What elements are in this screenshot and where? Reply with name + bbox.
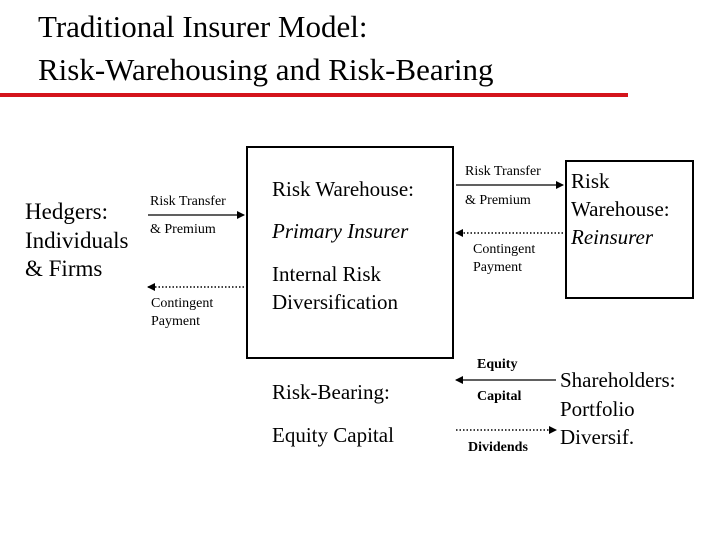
- risk-bearing-label: Risk-Bearing:: [272, 380, 390, 404]
- reinsurer-line2: Warehouse:: [571, 197, 670, 221]
- reinsurer-box: [565, 160, 694, 299]
- primary-subtitle: Primary Insurer: [272, 219, 409, 243]
- slide-title-line1: Traditional Insurer Model:: [38, 9, 368, 44]
- right-risk-transfer-label: Risk Transfer: [465, 164, 541, 179]
- slide-title-line2: Risk-Warehousing and Risk-Bearing: [38, 52, 494, 87]
- shareholders-line1: Shareholders:: [560, 368, 676, 392]
- diversification-line2: Diversification: [272, 290, 398, 314]
- right-contingent-label: Contingent: [473, 242, 536, 257]
- diversification-line1: Internal Risk: [272, 262, 382, 286]
- shareholders-line3: Diversif.: [560, 425, 635, 449]
- capital-flow-label: Capital: [477, 389, 522, 404]
- hedgers-label-line2: Individuals: [25, 228, 129, 253]
- reinsurer-line3: Reinsurer: [571, 225, 654, 249]
- primary-insurer-box: [246, 146, 454, 359]
- left-premium-label: & Premium: [150, 222, 216, 237]
- title-divider: [0, 93, 628, 97]
- reinsurer-line1: Risk: [571, 169, 610, 193]
- hedgers-label-line3: & Firms: [25, 256, 103, 281]
- equity-capital-label: Equity Capital: [272, 423, 394, 447]
- dividends-flow-label: Dividends: [468, 440, 528, 455]
- shareholders-line2: Portfolio: [560, 397, 635, 421]
- hedgers-label-line1: Hedgers:: [25, 199, 109, 224]
- primary-heading: Risk Warehouse:: [272, 177, 414, 201]
- left-contingent-label: Contingent: [151, 296, 214, 311]
- equity-flow-label: Equity: [477, 357, 518, 372]
- right-payment-label: Payment: [473, 260, 522, 275]
- right-premium-label: & Premium: [465, 193, 531, 208]
- left-payment-label: Payment: [151, 314, 200, 329]
- left-risk-transfer-label: Risk Transfer: [150, 194, 226, 209]
